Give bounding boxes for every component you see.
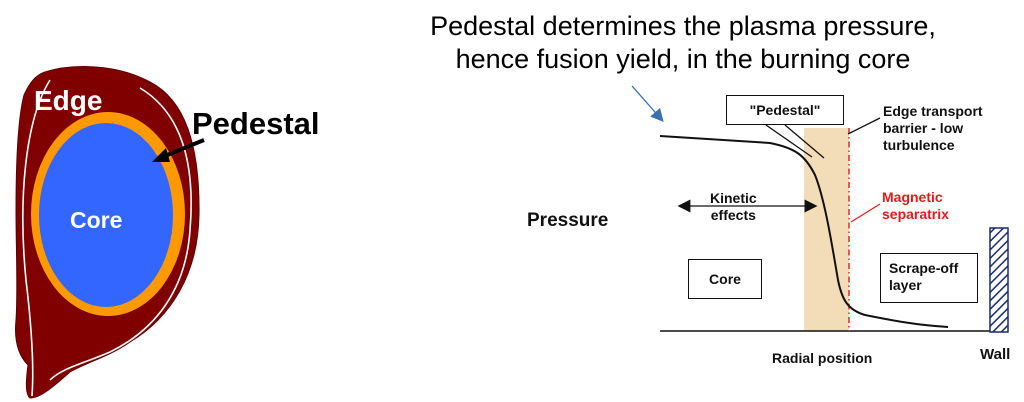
magnetic-separatrix-label: Magnetic separatrix <box>882 189 949 222</box>
kinetic-effects-label: Kinetic effects <box>710 190 757 223</box>
tokamak-cross-section <box>15 66 205 399</box>
pressure-profile <box>631 85 1009 333</box>
edge-label: Edge <box>34 85 103 116</box>
pedestal-band <box>804 128 849 331</box>
core-box: Core <box>688 259 762 299</box>
pedestal-box: "Pedestal" <box>726 95 844 125</box>
separatrix-pointer <box>850 203 881 223</box>
pedestal-box-pointer-2 <box>784 124 825 159</box>
edge-field-line-inner <box>49 87 192 381</box>
core-region <box>39 123 173 307</box>
pedestal-pointer-arrowhead <box>152 148 170 162</box>
pressure-axis-label: Pressure <box>527 210 609 231</box>
wall <box>989 227 1009 333</box>
headline-pointer-arrow <box>631 85 664 122</box>
edge-transport-barrier-label: Edge transport barrier - low turbulence <box>883 103 983 153</box>
wall-label: Wall <box>980 346 1011 363</box>
edge-field-line-outer <box>22 79 51 397</box>
pedestal-box-pointer-1 <box>765 124 813 158</box>
pedestal-label: Pedestal <box>192 106 320 141</box>
etb-pointer <box>847 117 881 135</box>
scrape-off-layer-box: Scrape-off layer <box>880 253 978 303</box>
core-label: Core <box>70 207 123 233</box>
radial-position-label: Radial position <box>772 350 873 366</box>
headline: Pedestal determines the plasma pressure,… <box>430 11 936 74</box>
pressure-curve <box>659 135 949 328</box>
